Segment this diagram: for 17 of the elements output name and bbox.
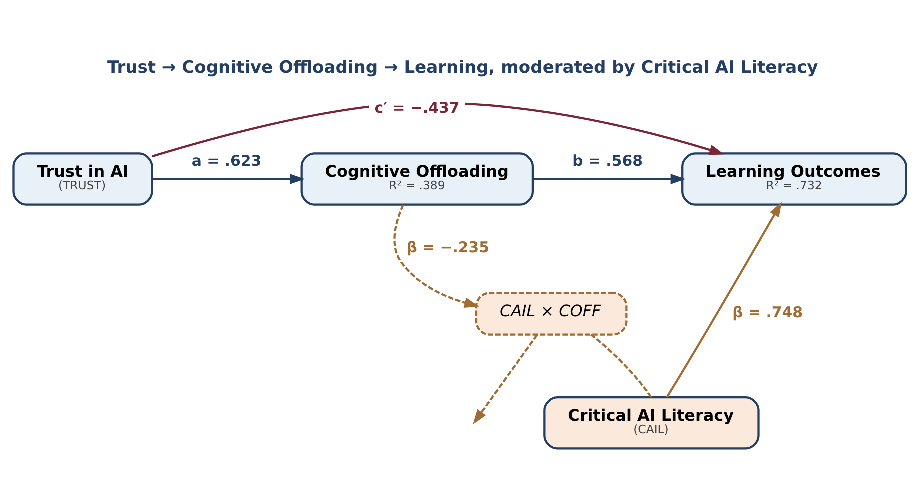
arrow bbox=[393, 204, 480, 308]
connector bbox=[590, 334, 652, 398]
arrow bbox=[152, 174, 304, 184]
node-box: Cognitive Offloading R² = .389 bbox=[300, 152, 534, 206]
arrow bbox=[666, 202, 782, 398]
arrow bbox=[472, 334, 538, 424]
edge-label: β = −.235 bbox=[406, 238, 490, 256]
node-box: Learning Outcomes R² = .732 bbox=[681, 152, 907, 206]
edge-label: β = .748 bbox=[732, 302, 802, 321]
edge-label: b = .568 bbox=[572, 152, 642, 170]
diagram-title: Trust → Cognitive Offloading → Learning, moderated by Critical AI Literacy bbox=[106, 58, 818, 78]
edge-label: c′ = −.437 bbox=[374, 98, 460, 116]
edge-label: a = .623 bbox=[191, 152, 262, 170]
node-box: Critical AI Literacy (CAIL) bbox=[543, 396, 760, 450]
node-box: CAIL × COFF bbox=[474, 292, 628, 336]
node-box: Trust in AI (TRUST) bbox=[12, 152, 153, 206]
arrow bbox=[532, 174, 686, 184]
